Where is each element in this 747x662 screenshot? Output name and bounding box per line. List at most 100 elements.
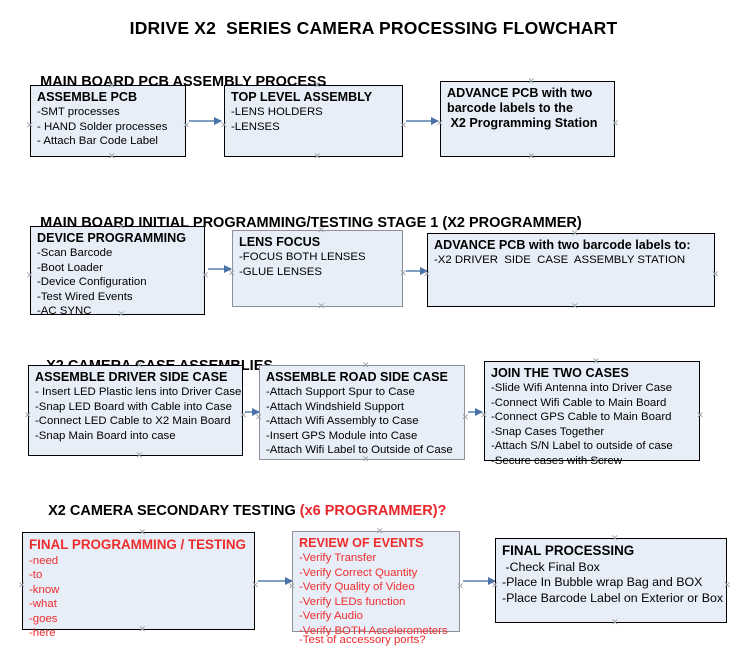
resize-handle-icon[interactable]: ✕ bbox=[491, 579, 499, 590]
resize-handle-icon[interactable]: ✕ bbox=[723, 579, 731, 590]
section-heading-4-accent: (x6 PROGRAMMER)? bbox=[299, 503, 447, 519]
resize-handle-icon[interactable]: ✕ bbox=[313, 151, 322, 161]
resize-handle-icon[interactable]: ✕ bbox=[527, 151, 536, 161]
arrow-head-icon bbox=[224, 265, 232, 273]
resize-handle-icon[interactable]: ✕ bbox=[317, 301, 326, 311]
node-line: -Boot Loader bbox=[37, 261, 103, 274]
resize-handle-icon[interactable]: ✕ bbox=[399, 267, 407, 278]
node-line: -LENSES bbox=[231, 120, 280, 133]
resize-handle-icon[interactable]: ✕ bbox=[362, 454, 370, 464]
node-line: -FOCUS BOTH LENSES bbox=[239, 251, 366, 263]
node-line: -Place In Bubble wrap Bag and BOX bbox=[502, 575, 703, 590]
node-title-line-2: barcode labels to the bbox=[447, 101, 573, 115]
node-line: - Insert LED Plastic lens into Driver Ca… bbox=[35, 386, 242, 398]
node-line: -Attach Support Spur to Case bbox=[266, 386, 415, 398]
node-title: ASSEMBLE ROAD SIDE CASE bbox=[266, 370, 448, 384]
node-title: FINAL PROGRAMMING / TESTING bbox=[29, 537, 246, 552]
arrow-head-icon bbox=[285, 577, 293, 585]
resize-handle-icon[interactable]: ✕ bbox=[18, 580, 26, 590]
resize-handle-icon[interactable]: ✕ bbox=[461, 411, 469, 422]
resize-handle-icon[interactable]: ✕ bbox=[423, 269, 431, 279]
node-join-the-two-cases[interactable]: JOIN THE TWO CASES -Slide Wifi Antenna i… bbox=[480, 357, 704, 467]
arrow-head-icon bbox=[488, 577, 496, 585]
node-line: -to bbox=[29, 569, 43, 582]
resize-handle-icon[interactable]: ✕ bbox=[711, 269, 719, 279]
node-assemble-pcb[interactable]: ASSEMBLE PCB -SMT processes - HAND Solde… bbox=[26, 81, 190, 161]
resize-handle-icon[interactable]: ✕ bbox=[108, 151, 116, 161]
node-line: -LENS HOLDERS bbox=[231, 106, 323, 118]
node-line: -SMT processes bbox=[37, 106, 120, 118]
node-final-programming-testing[interactable]: FINAL PROGRAMMING / TESTING -need -to -k… bbox=[18, 528, 259, 640]
resize-handle-icon[interactable]: ✕ bbox=[527, 76, 536, 86]
resize-handle-icon[interactable]: ✕ bbox=[220, 120, 228, 130]
resize-handle-icon[interactable]: ✕ bbox=[135, 450, 144, 460]
node-line: -Connect LED Cable to X2 Main Board bbox=[35, 415, 231, 428]
resize-handle-icon[interactable]: ✕ bbox=[182, 120, 190, 130]
resize-handle-icon[interactable]: ✕ bbox=[376, 526, 384, 536]
node-line: -Attach S/N Label to outside of case bbox=[491, 440, 673, 453]
resize-handle-icon[interactable]: ✕ bbox=[456, 580, 464, 591]
connector-arrow bbox=[468, 408, 483, 416]
resize-handle-icon[interactable]: ✕ bbox=[611, 533, 619, 543]
node-line: -need bbox=[29, 554, 59, 567]
resize-handle-icon[interactable]: ✕ bbox=[592, 455, 600, 465]
node-line: -here bbox=[29, 627, 56, 640]
node-assemble-road-side-case[interactable]: ASSEMBLE ROAD SIDE CASE -Attach Support … bbox=[255, 361, 469, 464]
section-heading-4-text: X2 CAMERA SECONDARY TESTING bbox=[48, 503, 300, 519]
node-line: -Place Barcode Label on Exterior or Box bbox=[502, 590, 724, 605]
section-heading-4: X2 CAMERA SECONDARY TESTING (x6 PROGRAMM… bbox=[32, 487, 446, 535]
node-line: -Test Wired Events bbox=[37, 290, 133, 303]
resize-handle-icon[interactable]: ✕ bbox=[436, 118, 444, 128]
node-final-processing[interactable]: FINAL PROCESSING -Check Final Box -Place… bbox=[491, 534, 731, 627]
resize-handle-icon[interactable]: ✕ bbox=[26, 269, 34, 280]
node-line: -know bbox=[29, 583, 60, 596]
resize-handle-icon[interactable]: ✕ bbox=[228, 267, 236, 278]
resize-handle-icon[interactable]: ✕ bbox=[362, 360, 370, 370]
node-top-level-assembly[interactable]: TOP LEVEL ASSEMBLY -LENS HOLDERS -LENSES… bbox=[220, 81, 407, 161]
node-review-of-events[interactable]: REVIEW OF EVENTS -Verify Transfer -Verif… bbox=[288, 527, 464, 647]
node-title: ASSEMBLE PCB bbox=[37, 90, 138, 104]
arrow-head-icon bbox=[420, 267, 428, 275]
node-advance-pcb-driver-side[interactable]: ADVANCE PCB with two barcode labels to: … bbox=[423, 229, 719, 311]
resize-handle-icon[interactable]: ✕ bbox=[26, 120, 34, 130]
node-advance-pcb-programming-station[interactable]: ADVANCE PCB with two barcode labels to t… bbox=[436, 77, 619, 161]
resize-handle-icon[interactable]: ✕ bbox=[201, 269, 209, 280]
resize-handle-icon[interactable]: ✕ bbox=[696, 410, 704, 420]
connector-arrow bbox=[245, 408, 260, 416]
node-line: -Scan Barcode bbox=[37, 247, 113, 259]
resize-handle-icon[interactable]: ✕ bbox=[611, 118, 619, 128]
arrow-head-icon bbox=[431, 117, 439, 125]
resize-handle-icon[interactable]: ✕ bbox=[571, 228, 579, 238]
resize-handle-icon[interactable]: ✕ bbox=[138, 624, 147, 634]
connector-arrow bbox=[189, 117, 222, 125]
node-line: -Snap Cases Together bbox=[491, 425, 605, 438]
resize-handle-icon[interactable]: ✕ bbox=[317, 225, 326, 235]
resize-handle-icon[interactable]: ✕ bbox=[24, 409, 32, 420]
resize-handle-icon[interactable]: ✕ bbox=[117, 221, 126, 231]
resize-handle-icon[interactable]: ✕ bbox=[288, 580, 296, 591]
resize-handle-icon[interactable]: ✕ bbox=[376, 626, 384, 636]
resize-handle-icon[interactable]: ✕ bbox=[138, 527, 147, 537]
node-title: FINAL PROCESSING bbox=[502, 543, 635, 558]
node-assemble-driver-side-case[interactable]: ASSEMBLE DRIVER SIDE CASE - Insert LED P… bbox=[24, 361, 247, 460]
node-title: TOP LEVEL ASSEMBLY bbox=[231, 90, 373, 104]
resize-handle-icon[interactable]: ✕ bbox=[571, 301, 579, 311]
resize-handle-icon[interactable]: ✕ bbox=[117, 309, 126, 319]
resize-handle-icon[interactable]: ✕ bbox=[135, 360, 144, 370]
resize-handle-icon[interactable]: ✕ bbox=[313, 80, 322, 90]
node-lens-focus[interactable]: LENS FOCUS -FOCUS BOTH LENSES -GLUE LENS… bbox=[228, 226, 407, 311]
resize-handle-icon[interactable]: ✕ bbox=[255, 411, 263, 422]
resize-handle-icon[interactable]: ✕ bbox=[480, 410, 488, 420]
node-device-programming[interactable]: DEVICE PROGRAMMING -Scan Barcode -Boot L… bbox=[26, 222, 209, 319]
node-line: -what bbox=[29, 598, 57, 611]
node-line: -Connect GPS Cable to Main Board bbox=[491, 411, 672, 424]
resize-handle-icon[interactable]: ✕ bbox=[251, 580, 259, 590]
node-line: -GLUE LENSES bbox=[239, 265, 322, 278]
resize-handle-icon[interactable]: ✕ bbox=[592, 356, 600, 366]
resize-handle-icon[interactable]: ✕ bbox=[108, 80, 116, 90]
node-line: -Verify Quality of Video bbox=[299, 581, 415, 594]
resize-handle-icon[interactable]: ✕ bbox=[239, 409, 247, 420]
resize-handle-icon[interactable]: ✕ bbox=[611, 617, 619, 627]
resize-handle-icon[interactable]: ✕ bbox=[399, 120, 407, 130]
